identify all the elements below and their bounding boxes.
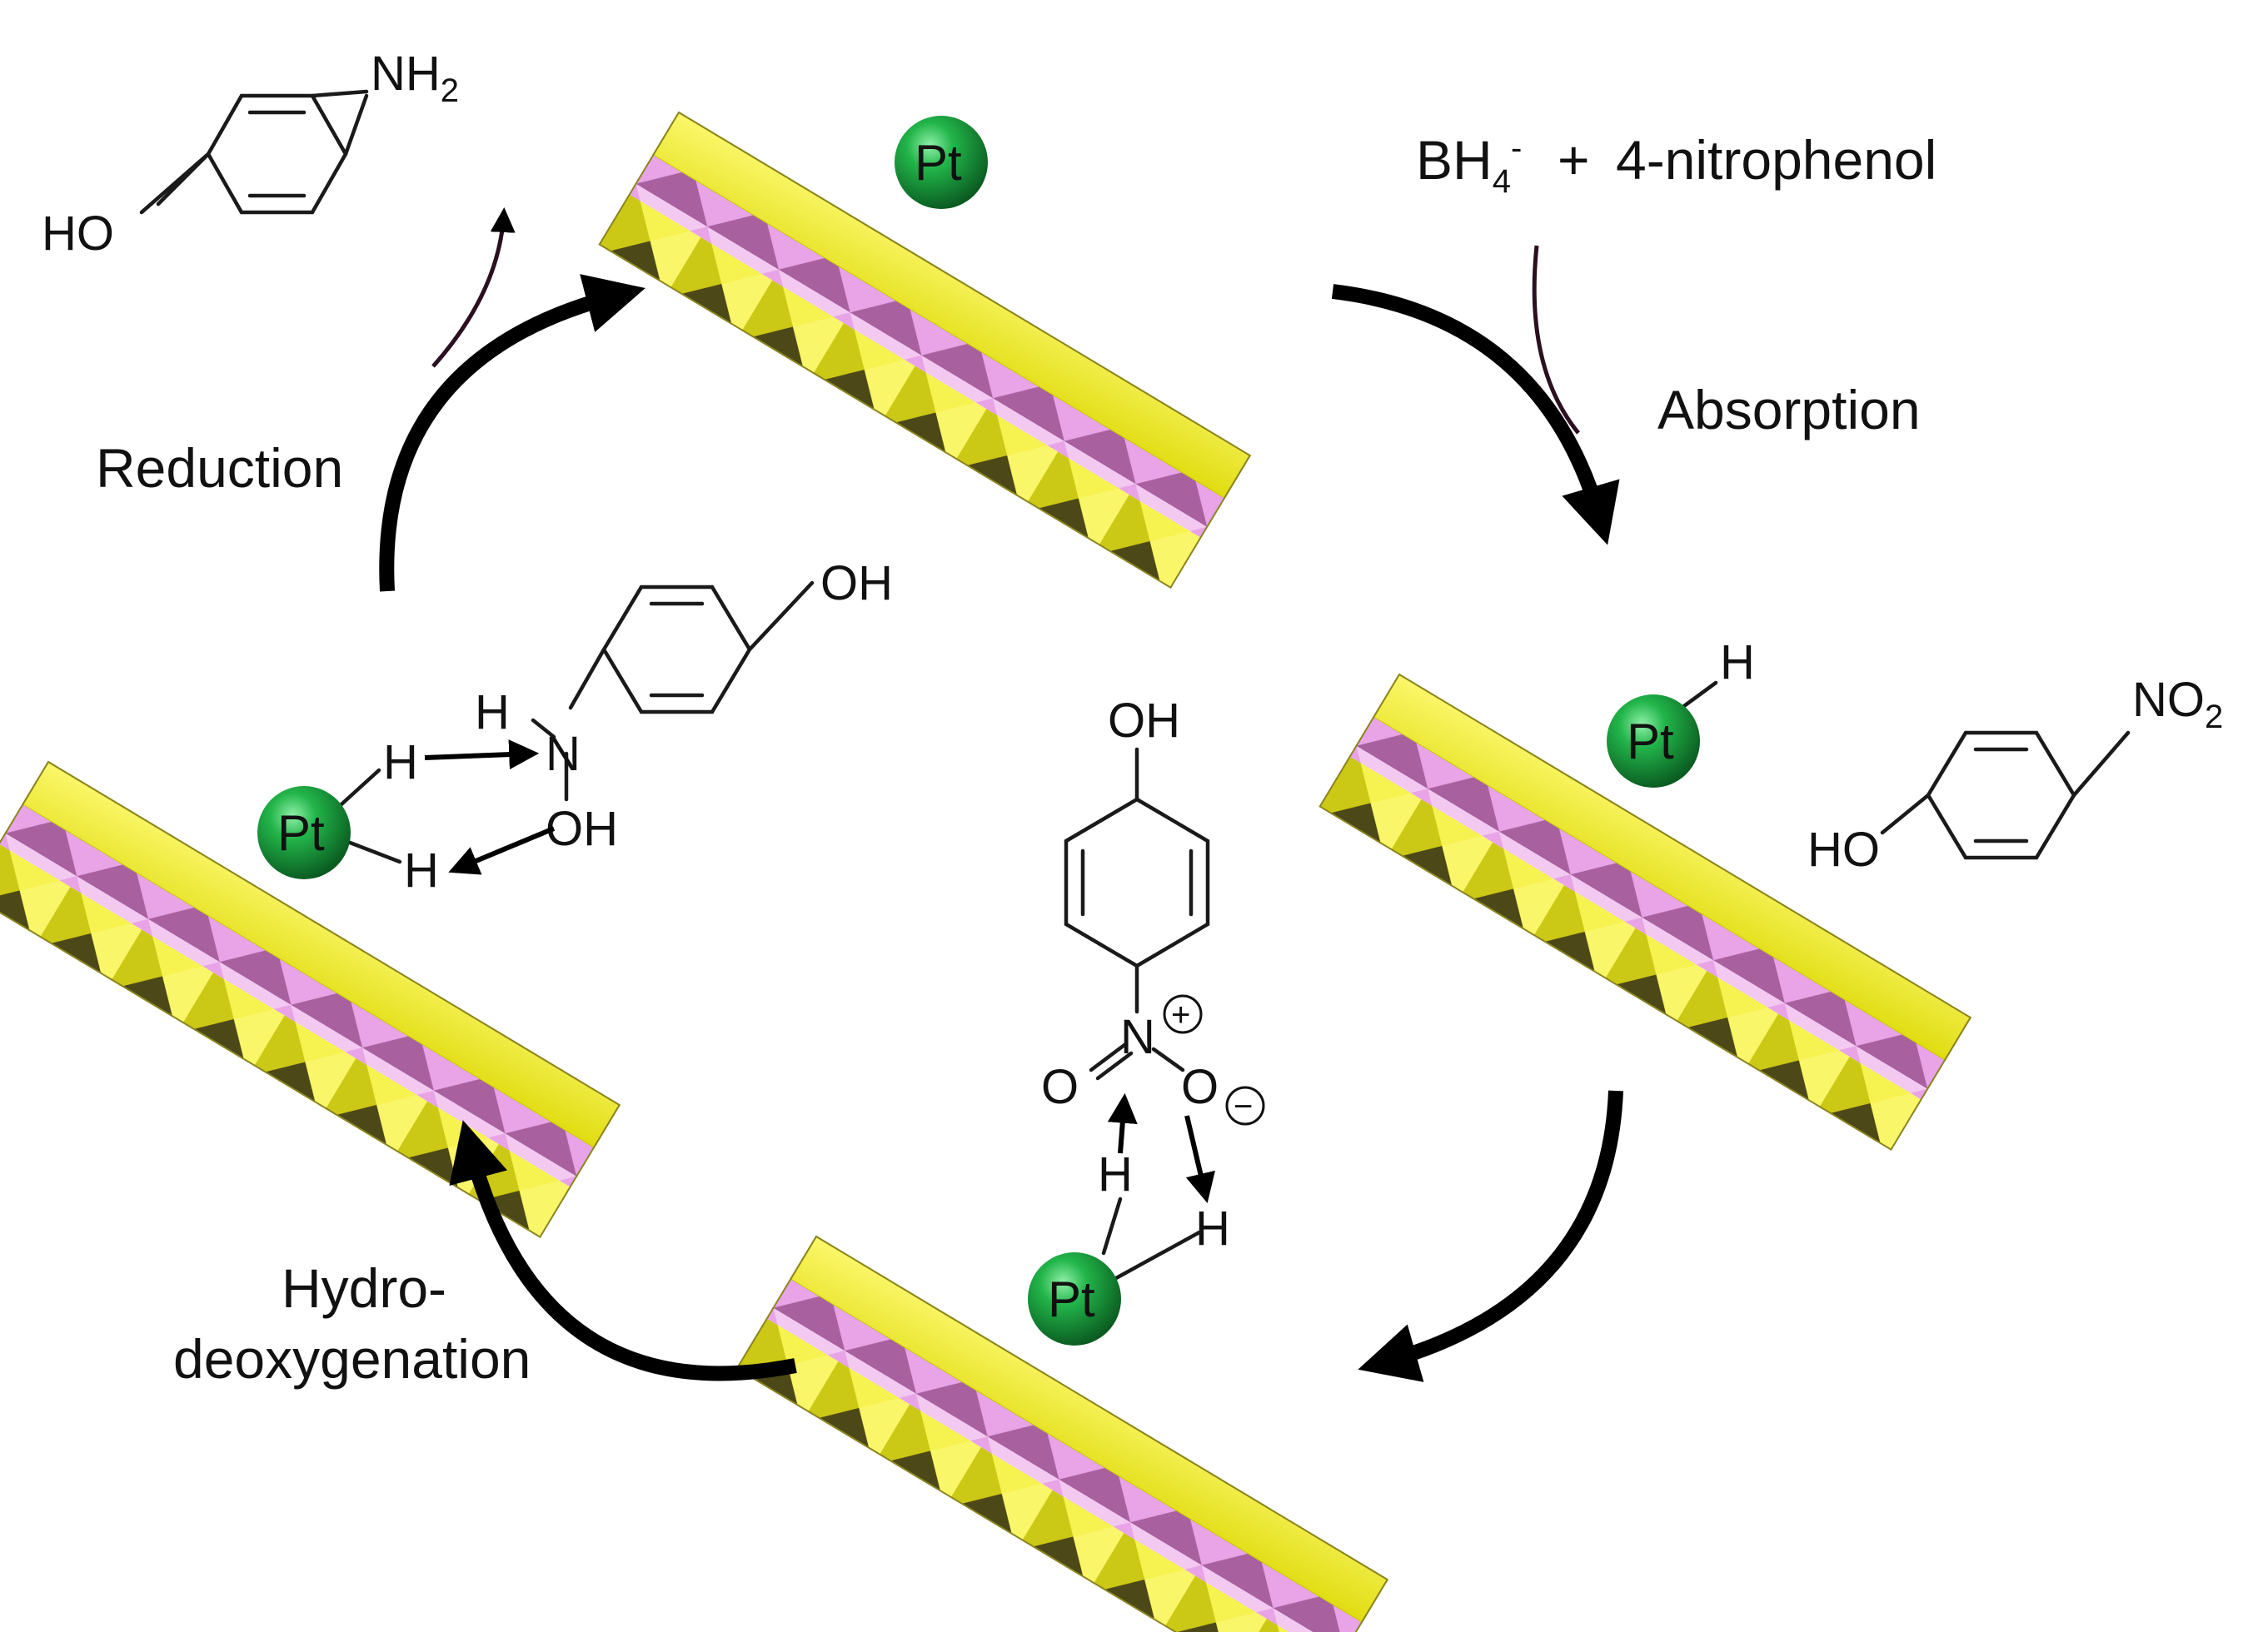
bh4-subscript: 4	[1493, 163, 1511, 200]
svg-text:NO2: NO2	[2132, 673, 2223, 735]
hbond-arrow-lower	[448, 826, 556, 875]
pt-particle-bottom: Pt	[1028, 1252, 1121, 1346]
nitrophenol-molecule: NO2 HO	[1807, 673, 2223, 877]
h-left-upper: H	[383, 735, 418, 789]
h-right: H	[1720, 635, 1755, 689]
aminophenol-molecule: NH2 HO	[42, 47, 459, 261]
bh4-superscript: -	[1511, 130, 1522, 167]
ho-label-nitrophenol: HO	[1807, 823, 1880, 877]
ho-label-product: HO	[42, 206, 114, 261]
pt-label-bottom: Pt	[1048, 1271, 1095, 1327]
minus-charge-circle	[1225, 1086, 1265, 1126]
hydroxylamine-molecule: OH H N OH	[475, 556, 893, 856]
cycle-arrow-absorption	[1331, 284, 1620, 545]
n-label: N	[546, 727, 581, 781]
pt-label-left: Pt	[277, 805, 325, 861]
nh-text: NH	[371, 47, 441, 101]
n-plus-label: N	[1120, 1010, 1155, 1064]
minus-charge: −	[1234, 1088, 1253, 1125]
label-hydro: Hydro-	[282, 1257, 446, 1319]
pt-particle-left: Pt	[257, 786, 351, 879]
h-bottom-left: H	[1098, 1147, 1133, 1202]
svg-text:NH2: NH2	[371, 47, 459, 109]
adsorbed-nitrophenol-molecule: OH N O O + −	[1041, 694, 1265, 1126]
plus-charge: +	[1171, 997, 1190, 1033]
nh2-subscript: 2	[441, 72, 459, 109]
cycle-arrow-reduction	[379, 274, 646, 592]
plus-charge-circle	[1163, 994, 1203, 1034]
h-left-lower: H	[404, 843, 439, 898]
hbond-arrow-bottom-right	[1184, 1115, 1215, 1204]
pt-particle-right: Pt	[1607, 694, 1700, 788]
label-reduction: Reduction	[96, 437, 343, 499]
o-minus-label: O	[1181, 1060, 1219, 1114]
label-absorption: Absorption	[1657, 379, 1921, 440]
product-outlet-line	[431, 207, 516, 368]
oh-label-adsorbed: OH	[1108, 694, 1180, 748]
o-double-label: O	[1041, 1060, 1079, 1114]
hbond-arrow-upper	[424, 739, 540, 770]
plus-sign: +	[1558, 129, 1590, 191]
h-on-n: H	[475, 685, 510, 739]
no2-subscript: 2	[2205, 699, 2223, 735]
no-text: NO	[2132, 673, 2205, 727]
h-bottom-right: H	[1195, 1202, 1230, 1256]
bh4-text: BH	[1416, 129, 1493, 191]
pt-label-right: Pt	[1627, 714, 1674, 769]
oh-label-hydroxylamine-ring: OH	[820, 556, 893, 610]
hbond-arrow-bottom-left	[1107, 1092, 1138, 1154]
cycle-arrow-hydrodeoxygenation	[449, 1120, 797, 1381]
label-deoxygenation: deoxygenation	[173, 1328, 531, 1390]
reagents-label: BH4- + 4-nitrophenol	[1416, 129, 1937, 200]
cycle-arrow-to-bottom	[1358, 1090, 1623, 1382]
oh-label-hydroxylamine-n: OH	[546, 802, 618, 856]
pt-particle-top: Pt	[895, 116, 988, 209]
nitrophenol-label: 4-nitrophenol	[1616, 129, 1937, 191]
reagent-inlet-line	[1532, 245, 1580, 435]
svg-text:BH4-: BH4-	[1416, 129, 1522, 200]
pt-label-top: Pt	[915, 135, 962, 191]
